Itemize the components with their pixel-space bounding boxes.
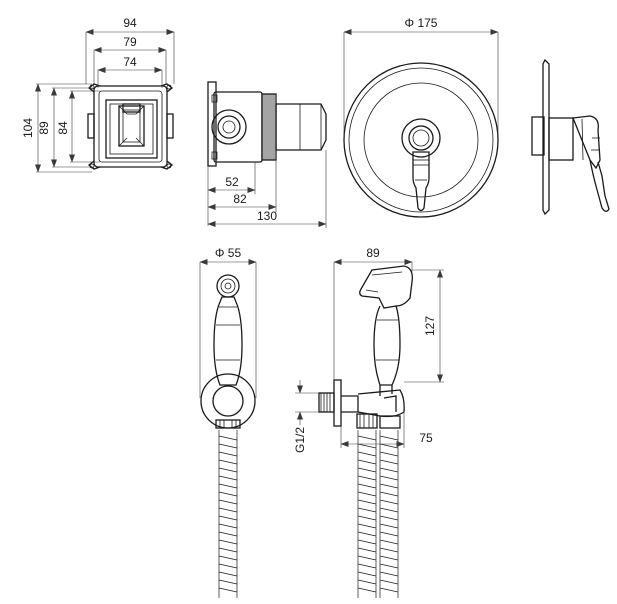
dim-label-84: 84 [56, 121, 70, 135]
dimension-89: 89 [37, 87, 94, 168]
dim-label-plate-diameter: Φ 175 [405, 16, 438, 30]
hand-shower-side-view [318, 265, 413, 429]
dim-label-75: 75 [419, 431, 433, 445]
dimension-74: 74 [97, 55, 163, 88]
valve-body-side-view [207, 81, 327, 167]
dim-label-52: 52 [225, 175, 239, 189]
dimension-75: 75 [340, 412, 433, 448]
dim-label-89: 89 [37, 121, 51, 135]
hose-left [218, 430, 238, 598]
hose-right-1 [357, 430, 377, 598]
dimension-holder-diameter: Φ 55 [199, 246, 257, 398]
dim-label-74: 74 [123, 55, 137, 69]
dimension-82: 82 [207, 160, 277, 212]
dimension-127: 127 [404, 269, 444, 383]
dim-label-94: 94 [123, 16, 137, 30]
dim-label-g12: G1/2 [293, 427, 307, 453]
dim-label-82: 82 [233, 192, 247, 206]
dimension-130: 130 [207, 150, 327, 228]
dim-label-89-shower: 89 [366, 246, 380, 260]
dim-label-127: 127 [423, 316, 437, 336]
hose-right-2 [379, 430, 399, 598]
hand-shower-front-view [200, 274, 256, 429]
cover-plate-front-view [343, 62, 499, 218]
dim-label-104: 104 [21, 118, 35, 138]
dimension-79: 79 [93, 35, 167, 84]
dim-label-79: 79 [123, 35, 137, 49]
mounting-box-front-view [87, 83, 174, 170]
dimension-52: 52 [207, 162, 256, 226]
dimension-plate-diameter: Φ 175 [343, 16, 499, 136]
dim-label-holder-diameter: Φ 55 [215, 246, 242, 260]
dimension-g12-thread: G1/2 [293, 380, 319, 453]
dimension-89-shower: 89 [333, 246, 413, 380]
dimension-94: 94 [85, 16, 175, 84]
dimension-104: 104 [21, 83, 92, 173]
dim-label-130: 130 [257, 209, 277, 223]
cover-plate-side-view [531, 58, 610, 216]
dimension-84: 84 [56, 90, 100, 163]
